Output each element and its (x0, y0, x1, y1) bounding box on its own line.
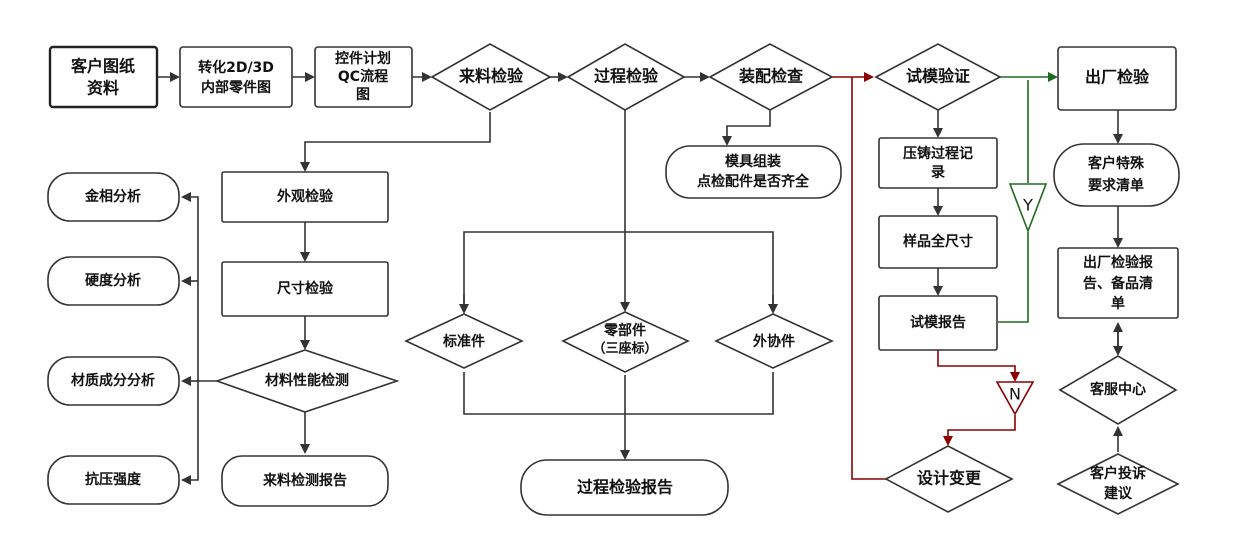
node-design-change: 设计变更 (884, 445, 1014, 513)
svg-text:来料检测报告: 来料检测报告 (262, 472, 347, 489)
svg-text:抗压强度: 抗压强度 (85, 471, 142, 488)
svg-text:设计变更: 设计变更 (917, 469, 982, 488)
svg-text:客户图纸: 客户图纸 (71, 57, 135, 76)
node-convert-2d3d: 转化2D/3D 内部零件图 (179, 46, 293, 108)
svg-text:图: 图 (356, 87, 370, 103)
svg-text:单: 单 (1111, 295, 1125, 312)
svg-text:过程检验: 过程检验 (594, 67, 659, 86)
svg-text:控件计划: 控件计划 (335, 50, 391, 67)
node-process-report: 过程检验报告 (520, 459, 729, 516)
svg-text:点检配件是否齐全: 点检配件是否齐全 (697, 173, 810, 190)
svg-text:样品全尺寸: 样品全尺寸 (903, 233, 973, 250)
svg-text:硬度分析: 硬度分析 (85, 272, 141, 289)
node-parts-3coord: 零部件 （三座标） (561, 311, 690, 373)
svg-text:外观检验: 外观检验 (277, 188, 334, 205)
svg-text:试模验证: 试模验证 (906, 67, 970, 86)
node-customer-complaint: 客户投诉 建议 (1056, 453, 1180, 515)
svg-text:材质成分分析: 材质成分分析 (71, 372, 155, 389)
node-customer-service: 客服中心 (1058, 355, 1178, 425)
node-sample-full-dimension: 样品全尺寸 (878, 215, 998, 269)
svg-text:出厂检验报: 出厂检验报 (1083, 254, 1153, 271)
node-customer-drawing: 客户图纸 资料 (48, 45, 159, 109)
svg-text:模具组装: 模具组装 (725, 153, 782, 170)
svg-text:内部零件图: 内部零件图 (201, 79, 271, 96)
node-factory-inspection: 出厂检验 (1057, 46, 1177, 111)
node-incoming-inspection: 来料检验 (430, 43, 552, 111)
svg-text:尺寸检验: 尺寸检验 (277, 280, 334, 297)
node-customer-special: 客户特殊 要求清单 (1053, 143, 1180, 207)
no-marker: N (995, 381, 1035, 416)
svg-text:建议: 建议 (1104, 485, 1133, 502)
svg-text:客户投诉: 客户投诉 (1089, 465, 1146, 482)
svg-text:告、备品清: 告、备品清 (1083, 275, 1153, 292)
node-assembly-check: 装配检查 (708, 43, 834, 111)
svg-text:材料性能检测: 材料性能检测 (265, 372, 349, 389)
node-material-performance: 材料性能检测 (214, 349, 400, 413)
svg-text:过程检验报告: 过程检验报告 (577, 478, 673, 497)
yes-marker: Y (1008, 183, 1048, 234)
node-dimension-inspection: 尺寸检验 (221, 261, 389, 317)
svg-text:转化2D/3D: 转化2D/3D (198, 59, 274, 76)
node-appearance-inspection: 外观检验 (221, 171, 389, 223)
node-incoming-report: 来料检测报告 (221, 455, 389, 507)
node-outsourced-parts: 外协件 (714, 313, 834, 369)
svg-text:压铸过程记: 压铸过程记 (903, 145, 973, 162)
node-factory-report: 出厂检验报 告、备品清 单 (1057, 247, 1179, 319)
svg-text:出厂检验: 出厂检验 (1085, 68, 1150, 87)
node-die-casting-record: 压铸过程记 录 (878, 137, 998, 189)
node-qc-plan: 控件计划 QC流程 图 (314, 46, 413, 108)
svg-text:Y: Y (1022, 196, 1033, 215)
svg-text:（三座标）: （三座标） (592, 341, 657, 357)
svg-text:要求清单: 要求清单 (1088, 177, 1144, 194)
svg-text:外协件: 外协件 (753, 333, 795, 350)
svg-text:装配检查: 装配检查 (738, 67, 803, 86)
node-trial-mold-report: 试模报告 (878, 295, 998, 351)
node-composition: 材质成分分析 (47, 356, 180, 406)
svg-text:资料: 资料 (87, 79, 119, 98)
node-compressive-strength: 抗压强度 (47, 455, 180, 505)
svg-text:客服中心: 客服中心 (1089, 381, 1146, 398)
node-mold-assembly: 模具组装 点检配件是否齐全 (665, 145, 842, 199)
node-process-inspection: 过程检验 (566, 43, 686, 111)
node-trial-mold-verify: 试模验证 (874, 43, 1002, 111)
svg-text:标准件: 标准件 (442, 333, 485, 350)
connectors (157, 72, 1123, 485)
node-metallographic: 金相分析 (47, 172, 180, 222)
svg-text:零部件: 零部件 (603, 322, 646, 339)
svg-text:试模报告: 试模报告 (910, 314, 966, 331)
svg-text:金相分析: 金相分析 (84, 188, 141, 205)
node-standard-parts: 标准件 (404, 313, 524, 369)
svg-text:来料检验: 来料检验 (458, 67, 524, 86)
svg-text:N: N (1009, 385, 1021, 404)
svg-text:录: 录 (931, 165, 945, 181)
svg-text:客户特殊: 客户特殊 (1087, 155, 1145, 172)
svg-text:QC流程: QC流程 (338, 68, 388, 85)
node-hardness: 硬度分析 (47, 256, 180, 306)
